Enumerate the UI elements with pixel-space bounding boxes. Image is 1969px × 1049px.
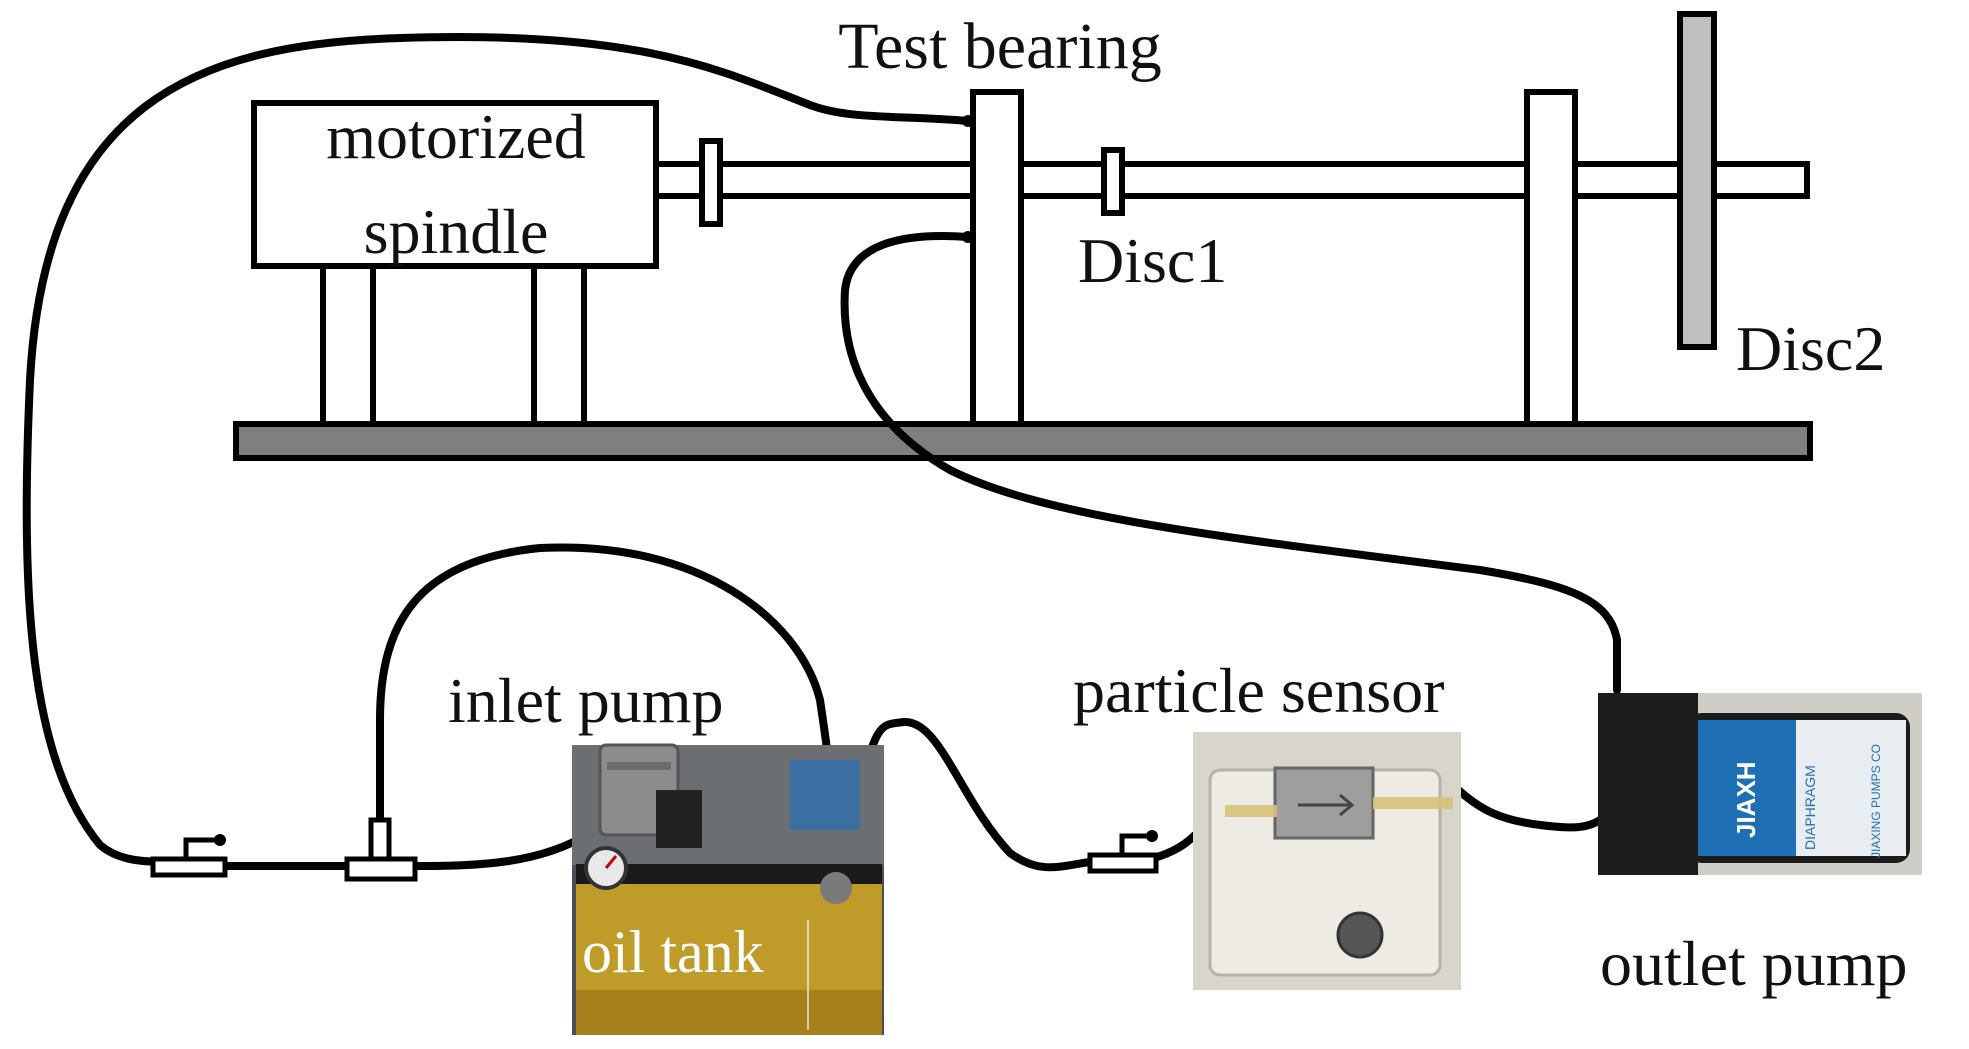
valve-fitting-right [1087, 830, 1159, 874]
particle-sensor-photo [1193, 732, 1461, 990]
tank-return-loop-hose [376, 543, 838, 836]
outlet-pump-label: outlet pump [1600, 928, 1908, 999]
shaft [652, 161, 1810, 199]
outlet-pump-photo: JIAXH DIAPHRAGM JIAXING PUMPS CO [1598, 693, 1922, 875]
sensor-to-outlet-pump-hose [1451, 783, 1604, 832]
spindle-leg-left [320, 263, 376, 427]
bearing-inlet-port [962, 115, 974, 127]
valve-fitting-left [150, 834, 228, 878]
tee-fitting [344, 817, 418, 882]
inlet-pump-label: inlet pump [448, 665, 724, 736]
outlet-hose-from-bearing [840, 232, 1621, 694]
motorized-spindle-label-line1: motorized [326, 101, 585, 172]
particle-sensor-label: particle sensor [1073, 655, 1444, 726]
tee-to-tank-hose [409, 829, 594, 870]
oil-tank-label: oil tank [582, 919, 764, 985]
test-bearing-label: Test bearing [838, 10, 1161, 83]
disc1 [1101, 147, 1125, 216]
disc2-label: Disc2 [1736, 313, 1885, 384]
tank-to-sensor-hose [852, 717, 1094, 872]
motorized-spindle-box [251, 100, 659, 269]
pump-brand-text: JIAXH [1731, 761, 1761, 838]
bearing-outlet-port [962, 231, 974, 243]
support-bearing-pedestal [1524, 89, 1578, 427]
test-bearing-pedestal [970, 89, 1024, 427]
pump-maker-text: JIAXING PUMPS CO [1869, 744, 1883, 858]
disc1-label: Disc1 [1078, 225, 1227, 296]
inlet-hose-to-bearing [22, 32, 972, 866]
disc2 [1677, 11, 1717, 350]
base-plate [233, 421, 1813, 461]
spindle-leg-right [531, 263, 587, 427]
oil-tank-photo [572, 743, 884, 1035]
motorized-spindle-label-line2: spindle [364, 196, 549, 267]
pump-type-text: DIAPHRAGM [1802, 765, 1818, 850]
coupling [699, 138, 723, 227]
